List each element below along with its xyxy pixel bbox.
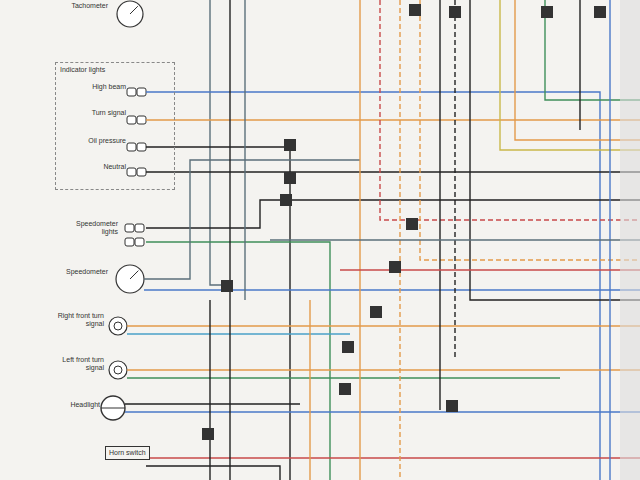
turn-signal-symbol	[114, 366, 122, 374]
wire	[146, 119, 640, 120]
component-name: Speedometer	[48, 268, 108, 276]
wire	[146, 200, 640, 228]
wire	[125, 411, 640, 412]
wire	[454, 0, 455, 360]
connector-block	[406, 218, 418, 230]
connector-block	[221, 280, 233, 292]
lamp-symbol	[137, 168, 146, 176]
connector-block	[202, 428, 214, 440]
component-label: Tachometer	[48, 2, 108, 10]
lamp-symbol	[127, 88, 136, 96]
wire	[244, 0, 245, 300]
component-label: Turn signal	[66, 109, 126, 117]
component-name: Left front turn signal	[56, 356, 104, 372]
wire	[127, 369, 640, 370]
component-label: Left front turn signal	[56, 356, 104, 372]
component-label: High beam	[66, 83, 126, 91]
lamp-symbol	[135, 238, 144, 246]
lamp-symbol	[137, 88, 146, 96]
component-name: Headlight	[50, 401, 100, 409]
lamp-symbol	[127, 116, 136, 124]
component-name: Indicator lights	[60, 66, 105, 74]
gauge-needle	[130, 6, 138, 14]
gauge-needle	[130, 271, 138, 279]
wire	[439, 0, 440, 410]
wire	[127, 333, 350, 334]
wire	[270, 239, 640, 240]
wire	[500, 0, 640, 150]
wire	[146, 466, 280, 480]
wire	[470, 0, 640, 300]
connector-block	[284, 139, 296, 151]
component-name: Right front turn signal	[56, 312, 104, 328]
connector-block	[284, 172, 296, 184]
turn-signal-symbol	[109, 317, 127, 335]
component-box: Horn switch	[105, 446, 150, 460]
component-name: Oil pressure	[66, 137, 126, 145]
component-name: Speedometer lights	[66, 220, 118, 236]
wire	[340, 269, 640, 270]
turn-signal-symbol	[109, 361, 127, 379]
connector-block	[280, 194, 292, 206]
connector-block	[370, 306, 382, 318]
component-label: Oil pressure	[66, 137, 126, 145]
component-name: Horn switch	[109, 449, 146, 457]
connector-block	[409, 4, 421, 16]
connector-block	[449, 6, 461, 18]
gauge-symbol	[116, 265, 144, 293]
wire	[144, 289, 640, 290]
wire	[420, 0, 640, 260]
headlight-symbol	[101, 408, 125, 409]
wire	[127, 377, 560, 378]
component-name: Turn signal	[66, 109, 126, 117]
connector-block	[594, 6, 606, 18]
wire	[380, 0, 640, 220]
headlight-symbol	[101, 396, 125, 420]
page-shade	[620, 0, 640, 480]
wire	[146, 457, 640, 458]
wire	[309, 300, 310, 480]
wire	[229, 0, 230, 480]
wire	[579, 0, 580, 130]
component-name: Neutral	[66, 163, 126, 171]
connector-block	[339, 383, 351, 395]
component-label: Right front turn signal	[56, 312, 104, 328]
lamp-symbol	[127, 143, 136, 151]
wire	[146, 147, 290, 480]
component-label: Speedometer	[48, 268, 108, 276]
wire	[146, 242, 330, 480]
component-label: Headlight	[50, 401, 100, 409]
lamp-symbol	[135, 224, 144, 232]
connector-block	[342, 341, 354, 353]
gauge-symbol	[117, 1, 143, 27]
wire	[209, 300, 210, 480]
component-name: Tachometer	[48, 2, 108, 10]
lamp-symbol	[125, 238, 134, 246]
wire	[127, 325, 640, 326]
connector-block	[389, 261, 401, 273]
connector-block	[541, 6, 553, 18]
wire	[146, 171, 640, 172]
lamp-symbol	[125, 224, 134, 232]
lamp-symbol	[137, 116, 146, 124]
lamp-symbol	[127, 168, 136, 176]
component-name: High beam	[66, 83, 126, 91]
group-box: Indicator lightsHigh beamTurn signalOil …	[55, 62, 175, 190]
lamp-symbol	[137, 143, 146, 151]
component-label: Neutral	[66, 163, 126, 171]
wire	[125, 403, 300, 404]
wire	[144, 160, 360, 279]
component-label: Speedometer lights	[66, 220, 118, 236]
connector-block	[446, 400, 458, 412]
turn-signal-symbol	[114, 322, 122, 330]
